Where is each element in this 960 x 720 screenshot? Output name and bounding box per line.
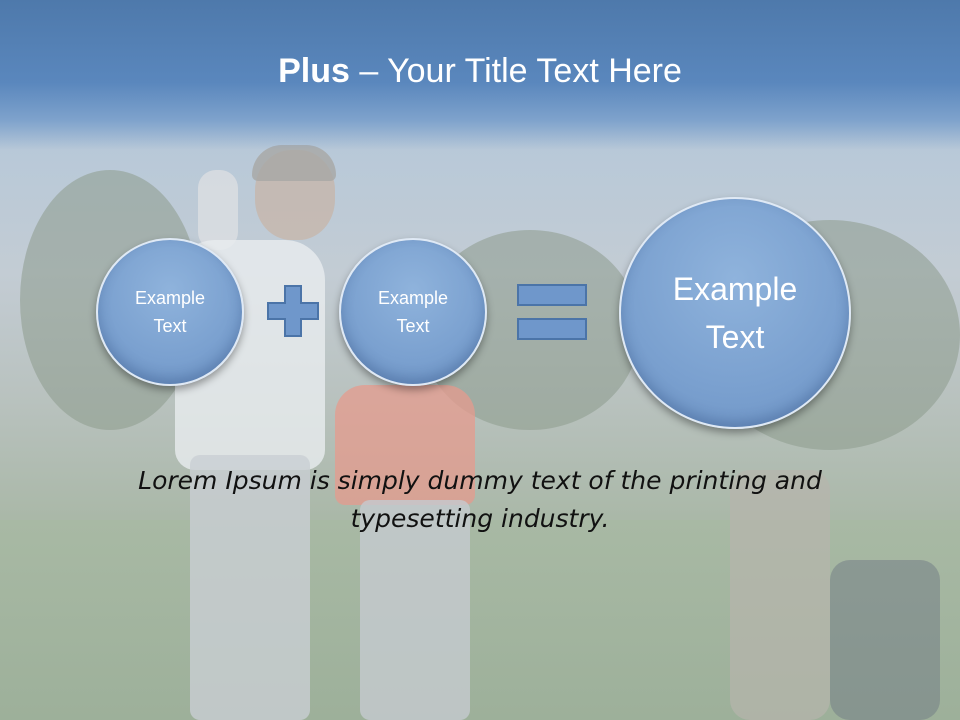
golfer-arm [198,170,238,250]
circle-middle[interactable]: Example Text [339,238,487,386]
title-rest: – Your Title Text Here [349,52,682,90]
circle-left-label: Example Text [134,288,206,336]
body-text[interactable]: Lorem Ipsum is simply dummy text of the … [138,466,822,533]
circle-middle-label: Example Text [377,288,449,336]
woman-legs [360,500,470,720]
golfer-cap [252,145,336,181]
woman-top [335,385,475,505]
golf-bag [830,560,940,720]
circle-result[interactable]: Example Text [619,197,851,429]
plus-icon[interactable] [267,285,319,337]
equals-top-bar [517,284,587,306]
golfer-legs [190,455,310,720]
slide-title[interactable]: Plus – Your Title Text Here [0,52,960,91]
title-bold: Plus [278,52,350,90]
equals-icon[interactable] [517,284,587,340]
circle-left[interactable]: Example Text [96,238,244,386]
golf-bag [730,470,830,720]
plus-center-fill [269,304,317,318]
title-band [0,0,960,150]
equals-bottom-bar [517,318,587,340]
circle-result-label: Example Text [672,271,798,355]
